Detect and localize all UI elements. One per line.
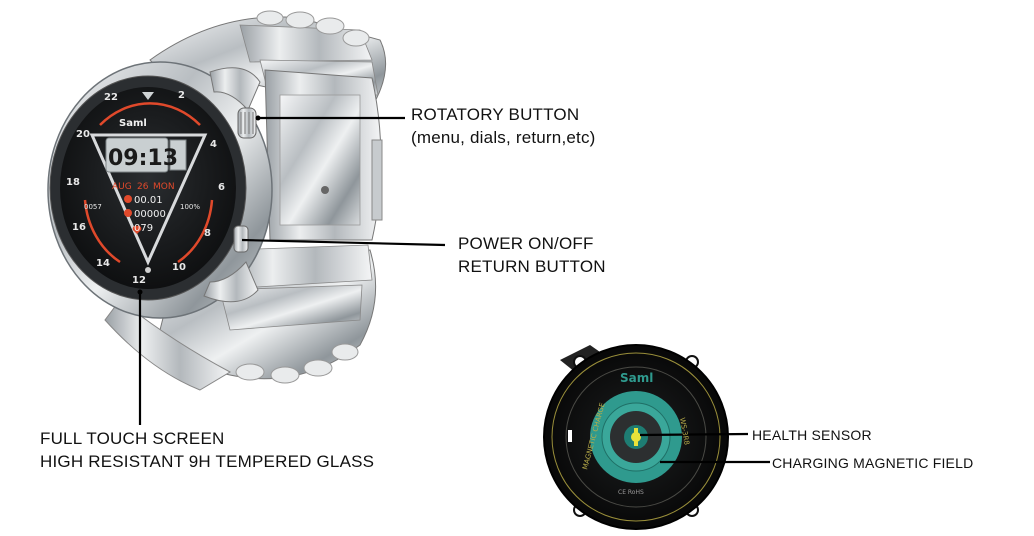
- face-left-value: 0057: [84, 203, 102, 211]
- face-month: AUG: [112, 182, 132, 192]
- back-cert: CE RoHS: [618, 489, 644, 496]
- numeral: 2: [178, 90, 185, 101]
- watch-face: [83, 92, 214, 273]
- bracelet-clasp: [264, 69, 383, 241]
- face-distance: 00.01: [134, 195, 163, 206]
- numeral: 18: [66, 177, 80, 188]
- face-battery: 100%: [180, 203, 200, 211]
- callout-power: POWER ON/OFF RETURN BUTTON: [458, 232, 606, 278]
- numeral: 8: [204, 228, 211, 239]
- face-brand: Saml: [119, 118, 147, 129]
- numeral: 16: [72, 222, 86, 233]
- callout-lines: [138, 116, 770, 464]
- callout-health: HEALTH SENSOR: [752, 426, 872, 444]
- numeral: 6: [218, 182, 225, 193]
- rotary-button: [237, 107, 257, 139]
- callout-health-title: HEALTH SENSOR: [752, 427, 872, 443]
- face-steps: 00000: [134, 209, 166, 220]
- numeral: 4: [210, 139, 217, 150]
- numeral: 12: [132, 275, 146, 286]
- face-day: 26: [137, 182, 149, 192]
- callout-screen: FULL TOUCH SCREEN HIGH RESISTANT 9H TEMP…: [40, 427, 374, 473]
- face-time: 09:13: [108, 146, 178, 171]
- callout-rotary-detail: (menu, dials, return,etc): [411, 128, 596, 147]
- numeral: 14: [96, 258, 110, 269]
- watch-back: [543, 344, 729, 530]
- callout-rotary-title: ROTATORY BUTTON: [411, 105, 580, 124]
- back-brand: Saml: [620, 371, 653, 385]
- face-heart-rate: 079: [134, 223, 153, 234]
- callout-charging-title: CHARGING MAGNETIC FIELD: [772, 455, 974, 471]
- numeral: 20: [76, 129, 90, 140]
- callout-power-detail: RETURN BUTTON: [458, 257, 606, 276]
- numeral: 22: [104, 92, 118, 103]
- callout-rotary: ROTATORY BUTTON (menu, dials, return,etc…: [411, 103, 596, 149]
- numeral: 10: [172, 262, 186, 273]
- callout-power-title: POWER ON/OFF: [458, 234, 594, 253]
- callout-charging: CHARGING MAGNETIC FIELD: [772, 454, 973, 472]
- power-button: [233, 225, 249, 253]
- callout-screen-detail: HIGH RESISTANT 9H TEMPERED GLASS: [40, 452, 375, 471]
- face-weekday: MON: [153, 182, 175, 192]
- face-numerals: 2 4 6 8 10 12 14 16 18 20 22: [66, 90, 225, 286]
- callout-screen-title: FULL TOUCH SCREEN: [40, 429, 225, 448]
